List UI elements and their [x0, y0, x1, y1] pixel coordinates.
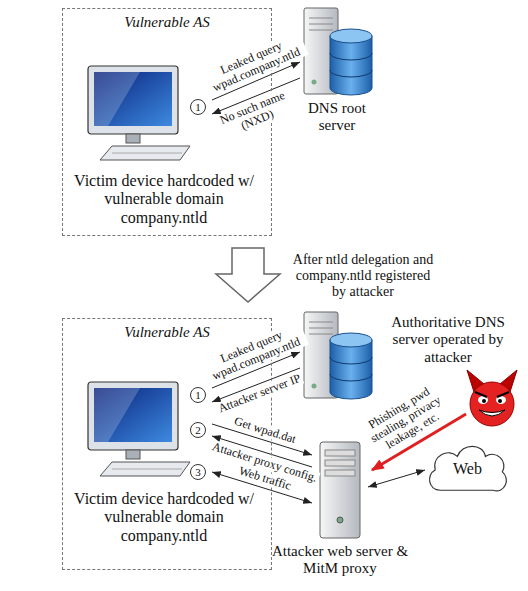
node-label: DNS root server: [292, 100, 382, 135]
node-label: Attacker web server & MitM proxy: [265, 543, 415, 578]
group-heading: Vulnerable AS: [63, 9, 271, 31]
drawing-part: [337, 517, 343, 523]
drawing-part: [320, 442, 360, 538]
computer-icon: [88, 66, 190, 160]
callout-number: 3: [190, 464, 206, 480]
proxy-server: Attacker web server & MitM proxy: [312, 440, 368, 540]
web-server-icon: [320, 442, 360, 538]
computer-icon: [88, 382, 190, 476]
drawing-part: [479, 410, 505, 416]
attacker-devil: [467, 370, 517, 426]
edge-label: No such name (NXD): [208, 85, 301, 143]
server-icon: [304, 312, 372, 399]
connector-arrow: [368, 470, 425, 487]
callout-number: 1: [190, 387, 206, 403]
group-heading: Vulnerable AS: [63, 319, 271, 341]
web-cloud: Web: [425, 440, 510, 498]
node-label: Victim device hardcoded w/ vulnerable do…: [64, 490, 264, 545]
node-label: Victim device hardcoded w/ vulnerable do…: [64, 172, 264, 227]
callout-number: 2: [190, 422, 206, 438]
drawing-part: [325, 460, 355, 466]
drawing-part: [325, 470, 355, 476]
dns-server: DNS root server: [300, 8, 375, 96]
edge-label: Get wpad.dat: [230, 414, 299, 447]
drawing-part: [482, 399, 486, 403]
dns-server: Authoritative DNS server operated by att…: [300, 312, 375, 400]
callout-number: 1: [190, 99, 206, 115]
node-label: Web: [425, 460, 510, 478]
transition-note: After ntld delegation and company.ntld r…: [288, 252, 438, 300]
drawing-part: [470, 382, 514, 426]
node-label: Authoritative DNS server operated by att…: [380, 314, 516, 366]
drawing-part: [325, 450, 355, 456]
server-icon: [304, 8, 372, 95]
drawing-part: [475, 392, 509, 397]
drawing-part: [498, 399, 502, 403]
transition-arrow: [216, 248, 280, 302]
edge-label: Attacker server IP: [215, 371, 305, 416]
